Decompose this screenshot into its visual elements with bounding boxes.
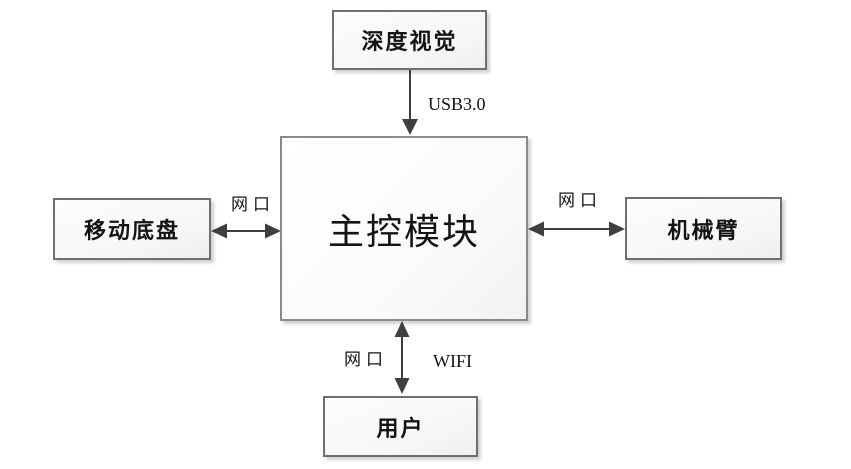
arrow-left-double xyxy=(211,223,281,239)
edge-label-usb3: USB3.0 xyxy=(428,94,486,114)
node-mobile-chassis: 移动底盘 xyxy=(53,198,211,260)
node-user-label: 用户 xyxy=(376,415,425,441)
arrow-right-double xyxy=(528,221,625,237)
edge-label-net-port-right: 网口 xyxy=(558,191,602,210)
node-main-control-label: 主控模块 xyxy=(327,211,480,252)
arrow-bottom-double xyxy=(394,321,410,394)
node-depth-vision: 深度视觉 xyxy=(332,10,487,70)
node-mobile-chassis-label: 移动底盘 xyxy=(83,218,180,243)
node-main-control: 主控模块 xyxy=(280,136,528,321)
node-depth-vision-label: 深度视觉 xyxy=(361,29,458,54)
node-robotic-arm: 机械臂 xyxy=(625,197,782,260)
edge-label-net-port-bottom: 网口 xyxy=(344,350,388,369)
arrow-usb-down xyxy=(402,70,418,135)
node-robotic-arm-label: 机械臂 xyxy=(667,217,740,243)
node-user: 用户 xyxy=(323,396,478,457)
edge-label-net-port-left: 网口 xyxy=(231,195,275,214)
edge-label-wifi: WIFI xyxy=(433,351,472,371)
